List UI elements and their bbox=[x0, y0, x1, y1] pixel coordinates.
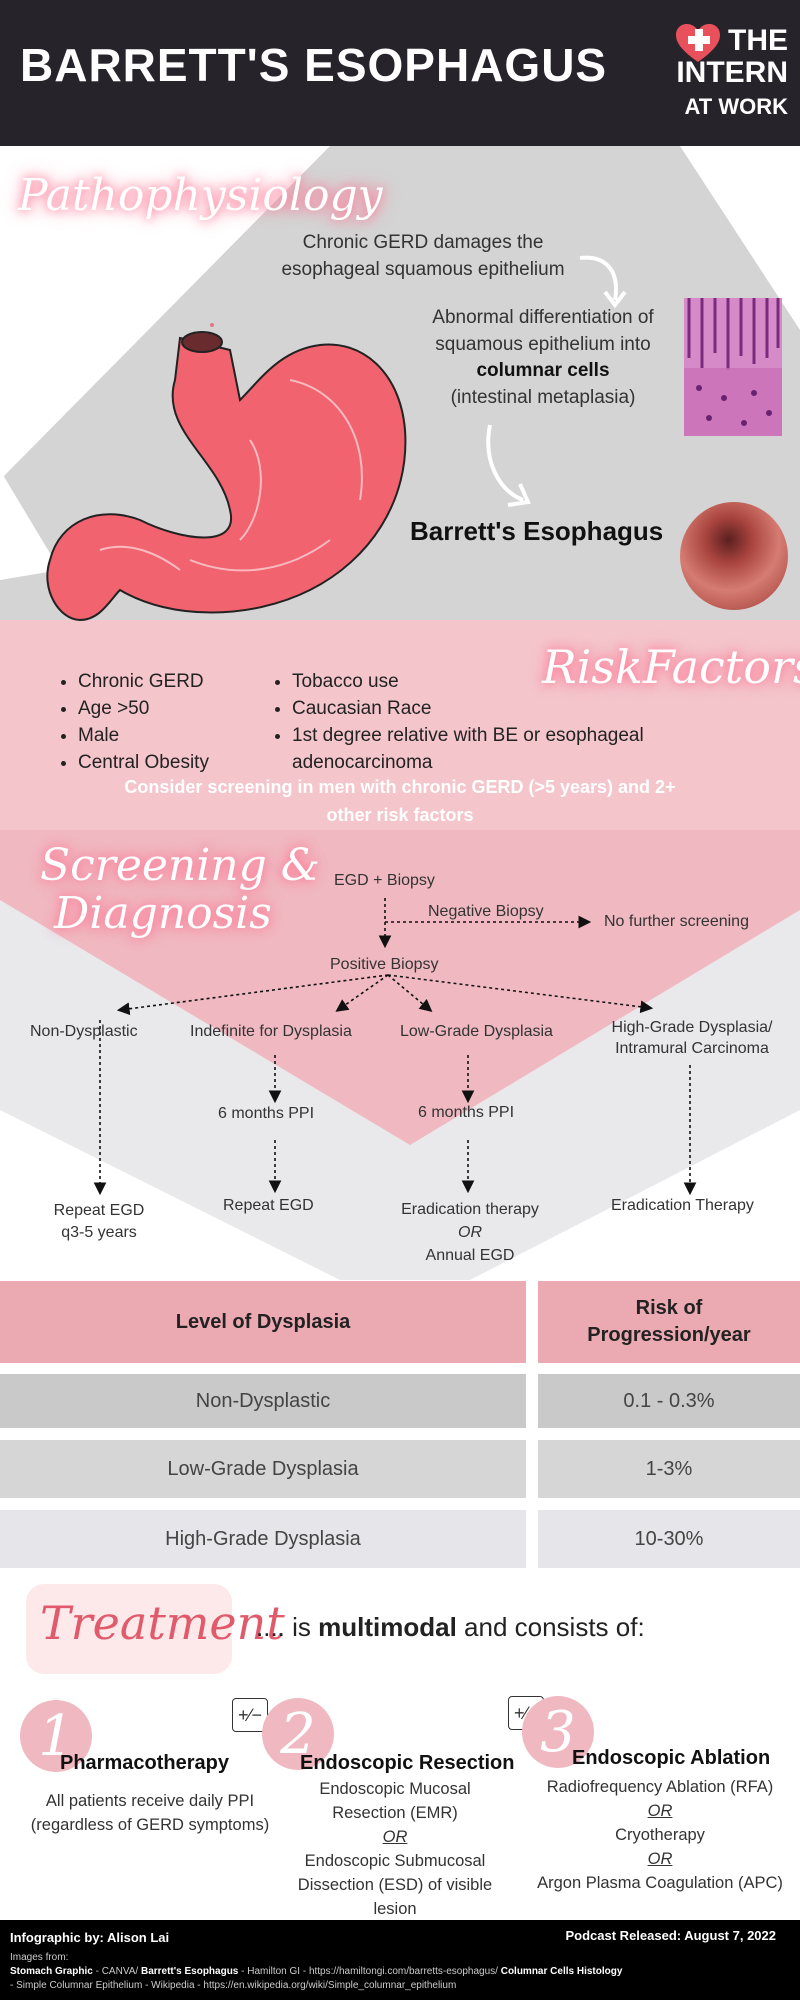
table-row-level: Low-Grade Dysplasia bbox=[0, 1440, 526, 1498]
outcome-lgd-2: Annual EGD bbox=[425, 1247, 515, 1265]
treatment-3-line2: Cryotherapy bbox=[615, 1825, 705, 1844]
node-no-further: No further screening bbox=[604, 913, 749, 930]
treatment-title-2: Endoscopic Resection bbox=[300, 1752, 515, 1774]
footer: Infographic by: Alison Lai Podcast Relea… bbox=[0, 1920, 800, 2000]
treatment-heading-box bbox=[26, 1584, 232, 1674]
treatment-3-or2: OR bbox=[647, 1849, 673, 1868]
risk-item: Chronic GERD bbox=[78, 668, 209, 695]
treatment-2-line2: Endoscopic Submucosal Dissection (ESD) o… bbox=[297, 1851, 493, 1918]
footer-sources-2: - Simple Columnar Epithelium - Wikipedia… bbox=[10, 1980, 457, 1991]
node-egd: EGD + Biopsy bbox=[334, 872, 435, 889]
treatment-intro-post: and consists of: bbox=[456, 1612, 645, 1642]
screening-heading-line2: Diagnosis bbox=[54, 888, 272, 939]
outcome-lgd-1: Eradication therapy bbox=[401, 1201, 539, 1218]
patho-heading: Pathophysiology bbox=[18, 170, 383, 221]
patho-text1: Chronic GERD damages the esophageal squa… bbox=[281, 232, 565, 280]
logo-line1: THE bbox=[728, 24, 788, 57]
node-negative: Negative Biopsy bbox=[428, 903, 544, 920]
page-title: BARRETT'S ESOPHAGUS bbox=[20, 39, 608, 91]
down-arrow-icon bbox=[486, 424, 531, 507]
endoscopy-image bbox=[680, 502, 788, 610]
treatment-body-3: Radiofrequency Ablation (RFA) OR Cryothe… bbox=[530, 1776, 790, 1896]
footer-src-columnar: Columnar Cells Histology bbox=[500, 1966, 623, 1977]
table-header-risk: Risk of Progression/year bbox=[538, 1281, 800, 1363]
treatment-2-or: OR bbox=[382, 1827, 408, 1846]
treatment-body-1: All patients receive daily PPI (regardle… bbox=[30, 1792, 270, 1834]
outcome-ind: Repeat EGD bbox=[223, 1197, 314, 1214]
risk-item: Tobacco use bbox=[292, 668, 712, 695]
footer-src-hamilton: - Hamilton GI - https://hamiltongi.com/b… bbox=[238, 1966, 501, 1977]
treatment-intro-bold: multimodal bbox=[318, 1612, 457, 1642]
logo-line3: AT WORK bbox=[684, 94, 788, 119]
node-lgd: Low-Grade Dysplasia bbox=[400, 1023, 553, 1040]
header-bar bbox=[0, 0, 800, 146]
footer-src-stomach: Stomach Graphic bbox=[10, 1966, 93, 1977]
node-ppi-2: 6 months PPI bbox=[418, 1104, 515, 1121]
treatment-3-or1: OR bbox=[647, 1801, 673, 1820]
risk-item: Caucasian Race bbox=[292, 695, 712, 722]
logo-line2: INTERN bbox=[676, 56, 788, 89]
stomach-illustration bbox=[46, 323, 407, 622]
heart-cross-icon bbox=[676, 24, 720, 62]
patho-text2c: (intestinal metaplasia) bbox=[450, 386, 636, 408]
treatment-heading: Treatment bbox=[40, 1596, 285, 1650]
treatment-number-1: 1 bbox=[20, 1700, 92, 1772]
patho-text2: Abnormal differentiation of squamous epi… bbox=[418, 305, 668, 411]
footer-src-canva: - CANVA/ bbox=[92, 1966, 141, 1977]
table-row-level: Non-Dysplastic bbox=[0, 1374, 526, 1428]
footer-images-from: Images from: bbox=[10, 1952, 69, 1963]
table-header-level: Level of Dysplasia bbox=[0, 1281, 526, 1363]
histology-image bbox=[684, 298, 782, 436]
risk-item: Age >50 bbox=[78, 695, 209, 722]
curved-arrow-icon bbox=[579, 255, 627, 309]
treatment-number-3: 3 bbox=[522, 1696, 594, 1768]
risk-heading: RiskFactors bbox=[542, 640, 800, 694]
outcome-hgd: Eradication Therapy bbox=[611, 1197, 754, 1214]
treatment-intro-pre: .... is bbox=[256, 1612, 319, 1642]
risk-item: Central Obesity bbox=[78, 749, 209, 776]
treatment-body-2: Endoscopic Mucosal Resection (EMR) OR En… bbox=[290, 1778, 500, 1922]
risk-item: 1st degree relative with BE or esophagea… bbox=[292, 722, 712, 776]
node-ppi-1: 6 months PPI bbox=[218, 1105, 315, 1122]
risk-list-1: Chronic GERD Age >50 Male Central Obesit… bbox=[78, 668, 209, 776]
treatment-3-line1: Radiofrequency Ablation (RFA) bbox=[546, 1778, 774, 1796]
table-row-risk: 10-30% bbox=[538, 1510, 800, 1568]
treatment-intro: .... is multimodal and consists of: bbox=[256, 1612, 645, 1643]
footer-credit: Infographic by: Alison Lai bbox=[10, 1930, 170, 1945]
treatment-title-1: Pharmacotherapy bbox=[60, 1752, 229, 1774]
outcome-lgd-or: OR bbox=[458, 1224, 482, 1242]
treatment-title-3: Endoscopic Ablation bbox=[572, 1747, 771, 1769]
risk-item: Male bbox=[78, 722, 209, 749]
footer-sources-1: Stomach Graphic - CANVA/ Barrett's Esoph… bbox=[10, 1966, 622, 1977]
outcome-nd: Repeat EGD q3-5 years bbox=[53, 1202, 145, 1242]
node-hgd: High-Grade Dysplasia/ Intramural Carcino… bbox=[611, 1019, 773, 1057]
patho-text2a: Abnormal differentiation of squamous epi… bbox=[432, 307, 654, 355]
risk-list-2: Tobacco use Caucasian Race 1st degree re… bbox=[292, 668, 712, 776]
table-row-level: High-Grade Dysplasia bbox=[0, 1510, 526, 1568]
screening-heading-line1: Screening & bbox=[40, 840, 320, 891]
node-indefinite: Indefinite for Dysplasia bbox=[190, 1023, 352, 1040]
footer-src-barretts: Barrett's Esophagus bbox=[140, 1966, 239, 1977]
risk-note: Consider screening in men with chronic G… bbox=[124, 777, 676, 825]
patho-result: Barrett's Esophagus bbox=[410, 516, 664, 546]
node-non-dysplastic: Non-Dysplastic bbox=[30, 1023, 138, 1040]
footer-podcast: Podcast Released: August 7, 2022 bbox=[565, 1928, 777, 1943]
patho-columnar: columnar cells bbox=[476, 360, 610, 382]
outcome-lgd: Eradication therapy OR Annual EGD bbox=[390, 1198, 550, 1268]
logo: THE INTERN AT WORK bbox=[668, 18, 792, 128]
treatment-number-2: 2 bbox=[262, 1698, 334, 1770]
table-row-risk: 0.1 - 0.3% bbox=[538, 1374, 800, 1428]
screening-heading: Screening & Diagnosis bbox=[40, 842, 320, 938]
treatment-2-line1: Endoscopic Mucosal Resection (EMR) bbox=[319, 1780, 471, 1822]
node-positive: Positive Biopsy bbox=[330, 956, 439, 973]
table-row-risk: 1-3% bbox=[538, 1440, 800, 1498]
treatment-3-line3: Argon Plasma Coagulation (APC) bbox=[537, 1873, 783, 1892]
